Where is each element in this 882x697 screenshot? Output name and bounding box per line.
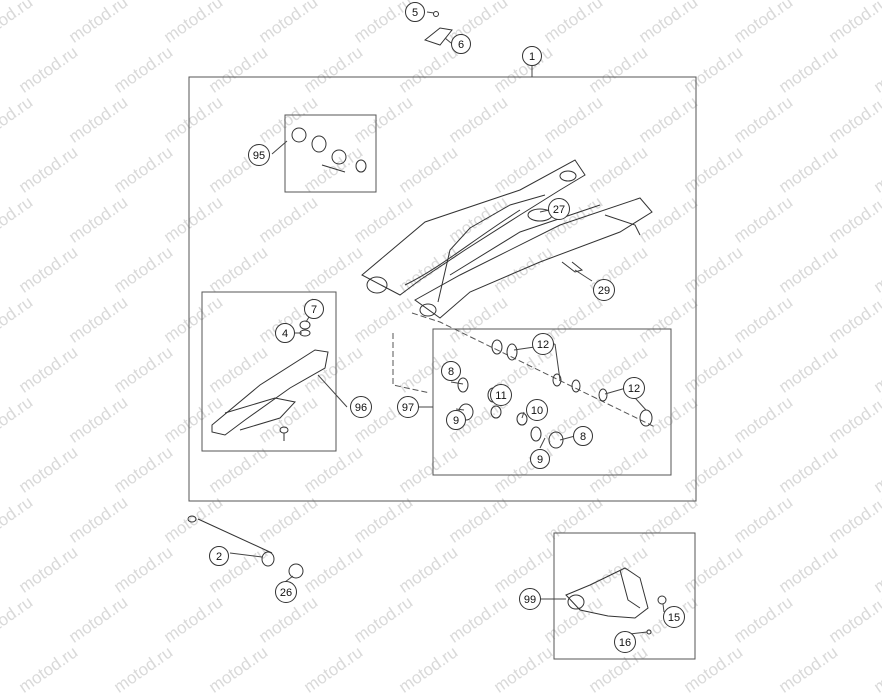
callout-circle (519, 588, 541, 610)
callout-97: 97 (397, 396, 419, 418)
callout-label: 97 (402, 402, 414, 414)
callout-label: 16 (619, 637, 631, 649)
callout-circle (446, 410, 466, 430)
callout-label: 8 (580, 431, 586, 443)
callout-8: 8 (573, 426, 593, 446)
callout-circle (530, 449, 550, 469)
callout-circle (522, 46, 542, 66)
callout-5: 5 (405, 2, 425, 22)
callout-95: 95 (248, 144, 270, 166)
callout-27: 27 (548, 198, 570, 220)
callout-circle (614, 631, 636, 653)
bearing-kit-drawing (291, 127, 367, 173)
callout-11: 11 (490, 384, 512, 406)
callout-circle (275, 581, 297, 603)
callout-1: 1 (522, 46, 542, 66)
callout-circle (663, 606, 685, 628)
callout-label: 2 (216, 551, 222, 563)
callout-circle (593, 279, 615, 301)
callout-8: 8 (441, 361, 461, 381)
callout-circle (623, 377, 645, 399)
callout-circle (441, 361, 461, 381)
callout-label: 11 (495, 390, 506, 402)
dashed-axis-line (411, 312, 656, 428)
callout-circle (304, 299, 324, 319)
callout-6: 6 (451, 34, 471, 54)
callout-label: 9 (537, 454, 543, 466)
callout-label: 12 (628, 383, 640, 395)
top-fasteners-drawing (423, 11, 453, 46)
callout-circle (397, 396, 419, 418)
callout-circle (350, 396, 372, 418)
callout-10: 10 (526, 399, 548, 421)
callout-label: 29 (598, 285, 610, 297)
callout-circle (209, 546, 229, 566)
frame-95 (284, 114, 377, 193)
callout-label: 15 (668, 612, 680, 624)
callout-7: 7 (304, 299, 324, 319)
callout-label: 1 (529, 51, 535, 63)
callout-label: 8 (448, 366, 454, 378)
callout-9: 9 (446, 410, 466, 430)
callout-label: 95 (253, 150, 265, 162)
callout-29: 29 (593, 279, 615, 301)
callout-4: 4 (275, 323, 295, 343)
callout-circle (490, 384, 512, 406)
callout-9: 9 (530, 449, 550, 469)
callout-label: 5 (412, 7, 418, 19)
frame-97 (432, 328, 672, 476)
callout-circle (275, 323, 295, 343)
callout-26: 26 (275, 581, 297, 603)
callout-circle (405, 2, 425, 22)
callout-15: 15 (663, 606, 685, 628)
callout-label: 10 (531, 405, 543, 417)
callout-circle (548, 198, 570, 220)
callout-label: 99 (524, 594, 536, 606)
frame-96 (201, 291, 337, 452)
callout-circle (573, 426, 593, 446)
callout-12: 12 (532, 333, 554, 355)
callout-16: 16 (614, 631, 636, 653)
callout-circle (532, 333, 554, 355)
callout-label: 6 (458, 39, 464, 51)
dashed-axis-line-2 (392, 333, 431, 394)
callout-2: 2 (209, 546, 229, 566)
callout-label: 27 (553, 204, 565, 216)
frame-main (188, 76, 697, 502)
chain-slider-drawing (565, 567, 667, 635)
callout-label: 26 (280, 587, 292, 599)
callout-label: 9 (453, 415, 459, 427)
callout-label: 4 (282, 328, 288, 340)
callout-12: 12 (623, 377, 645, 399)
callout-label: 12 (537, 339, 549, 351)
callout-circle (248, 144, 270, 166)
callout-99: 99 (519, 588, 541, 610)
axle-drawing (187, 515, 304, 579)
swingarm-drawing (361, 159, 653, 319)
callout-96: 96 (350, 396, 372, 418)
frame-99 (553, 532, 696, 660)
callout-label: 96 (355, 402, 367, 414)
callout-label: 7 (311, 304, 317, 316)
callout-circle (526, 399, 548, 421)
callout-circle (451, 34, 471, 54)
